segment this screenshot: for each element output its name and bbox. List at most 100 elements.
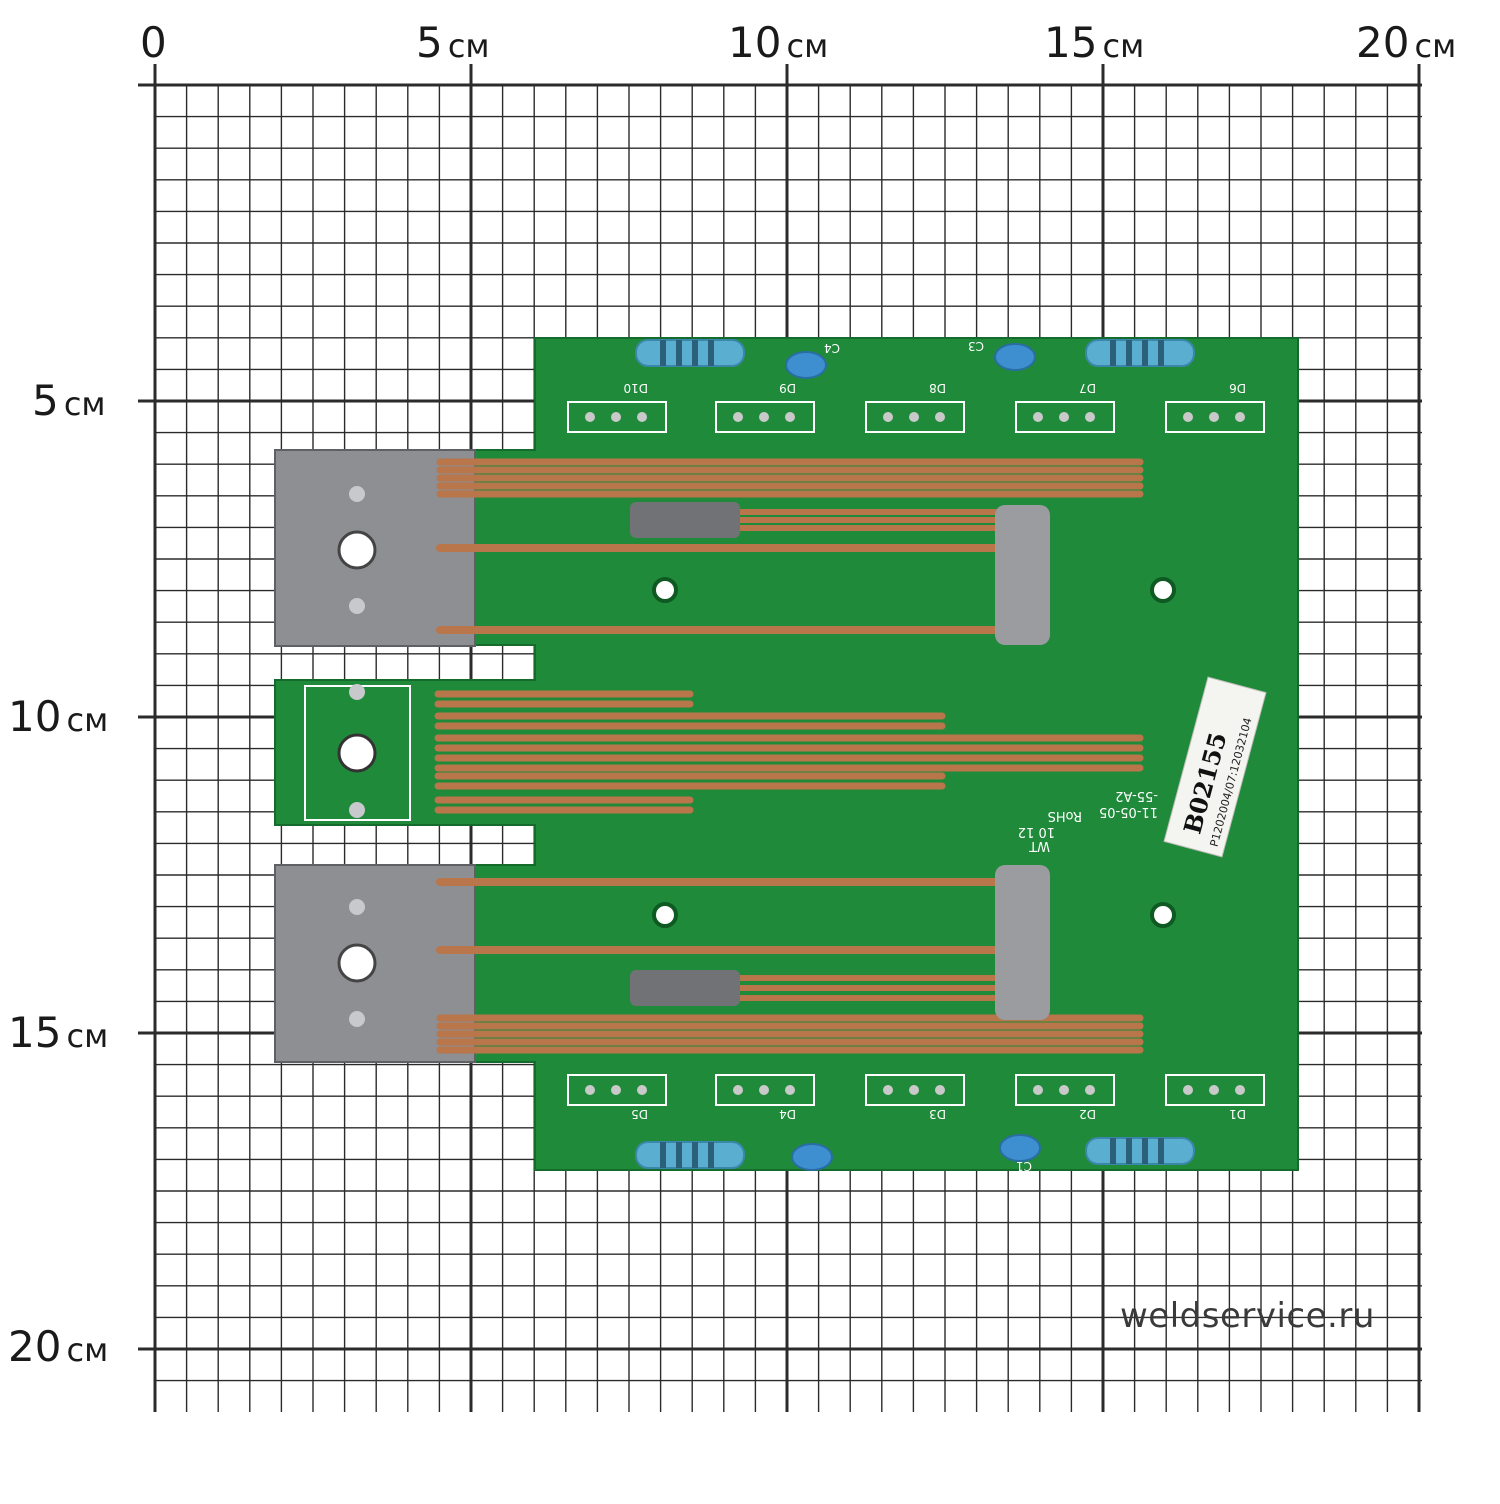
- pin: [785, 1085, 795, 1095]
- diode-footprint: [865, 1074, 965, 1106]
- pin: [1059, 1085, 1069, 1095]
- top-tick-5: 5 см: [416, 18, 490, 67]
- rivet: [349, 598, 365, 614]
- watermark: weldservice.ru: [1120, 1296, 1375, 1336]
- pin: [585, 412, 595, 422]
- diode-footprint: [1165, 1074, 1265, 1106]
- resistor: [1085, 339, 1195, 367]
- pin: [759, 1085, 769, 1095]
- diode-label: D2: [1079, 1107, 1096, 1121]
- pin: [733, 1085, 743, 1095]
- pin: [637, 1085, 647, 1095]
- diode-label: D8: [929, 381, 946, 395]
- left-tick-5: 5 см: [32, 376, 106, 425]
- left-tick-15: 15 см: [8, 1008, 109, 1057]
- resistor-body: [1085, 1137, 1195, 1165]
- rivet: [349, 899, 365, 915]
- top-tick-15: 15 см: [1044, 18, 1145, 67]
- rivet: [349, 684, 365, 700]
- resistor-body: [635, 1141, 745, 1169]
- resistor: [635, 1141, 745, 1169]
- resistor: [635, 339, 745, 367]
- silk-marking: 10 12: [1018, 824, 1055, 839]
- pin: [1059, 412, 1069, 422]
- capacitor-label: C4: [824, 341, 840, 355]
- pin: [883, 412, 893, 422]
- pin: [611, 1085, 621, 1095]
- pin: [785, 412, 795, 422]
- left-tick-20: 20 см: [8, 1322, 109, 1371]
- diode-label: D10: [623, 381, 648, 395]
- resistor-band: [1142, 1138, 1148, 1164]
- resistor-band: [1126, 1138, 1132, 1164]
- pin: [909, 412, 919, 422]
- pin: [1085, 412, 1095, 422]
- top-tick-10: 10 см: [728, 18, 829, 67]
- resistor-band: [676, 340, 682, 366]
- resistor-band: [1142, 340, 1148, 366]
- diode-label: D9: [779, 381, 796, 395]
- pin: [935, 1085, 945, 1095]
- diode-footprint: [715, 401, 815, 433]
- left-tick-10: 10 см: [8, 692, 109, 741]
- pin: [585, 1085, 595, 1095]
- diode-footprint: [1015, 401, 1115, 433]
- resistor-band: [660, 1142, 666, 1168]
- rivet: [349, 486, 365, 502]
- pin: [1033, 1085, 1043, 1095]
- pin: [1033, 412, 1043, 422]
- diode-label: D7: [1079, 381, 1096, 395]
- pin: [611, 412, 621, 422]
- resistor-band: [1126, 340, 1132, 366]
- solder-joint: [995, 865, 1050, 1020]
- pin: [759, 412, 769, 422]
- diode-label: D5: [631, 1107, 648, 1121]
- top-tick-0: 0: [140, 18, 167, 67]
- resistor-band: [1158, 340, 1164, 366]
- capacitor-label: C1: [1016, 1159, 1032, 1173]
- ceramic-capacitor: [999, 1134, 1041, 1162]
- rivet: [349, 802, 365, 818]
- resistor-band: [660, 340, 666, 366]
- pin: [1183, 412, 1193, 422]
- diode-footprint: [1165, 401, 1265, 433]
- resistor-band: [692, 1142, 698, 1168]
- diode-footprint: [865, 401, 965, 433]
- diode-label: D4: [779, 1107, 796, 1121]
- pin: [733, 412, 743, 422]
- ceramic-capacitor: [785, 351, 827, 379]
- resistor-body: [1085, 339, 1195, 367]
- solder-joint: [995, 505, 1050, 645]
- resistor-band: [692, 340, 698, 366]
- rivet: [349, 1011, 365, 1027]
- ceramic-capacitor: [791, 1143, 833, 1171]
- diode-label: D3: [929, 1107, 946, 1121]
- board-hole: [1150, 902, 1176, 928]
- silk-marking: WT: [1029, 838, 1050, 853]
- pin: [935, 412, 945, 422]
- solder-pad: [630, 502, 740, 538]
- resistor-band: [708, 1142, 714, 1168]
- copper-wires: [434, 458, 1144, 1054]
- diode-label: D6: [1229, 381, 1246, 395]
- top-tick-20: 20 см: [1356, 18, 1457, 67]
- diode-footprint: [715, 1074, 815, 1106]
- pin: [1235, 412, 1245, 422]
- silk-marking: 11-05-05: [1099, 804, 1158, 819]
- capacitor-label: C3: [968, 339, 984, 353]
- pin: [1085, 1085, 1095, 1095]
- resistor-band: [708, 340, 714, 366]
- mounting-hole: [337, 943, 377, 983]
- resistor-band: [1110, 1138, 1116, 1164]
- silk-marking: -55-A2: [1115, 788, 1158, 803]
- pin: [883, 1085, 893, 1095]
- mounting-hole: [337, 530, 377, 570]
- diode-footprint: [567, 401, 667, 433]
- resistor-band: [676, 1142, 682, 1168]
- resistor-band: [1158, 1138, 1164, 1164]
- board-hole: [652, 902, 678, 928]
- board-hole: [652, 577, 678, 603]
